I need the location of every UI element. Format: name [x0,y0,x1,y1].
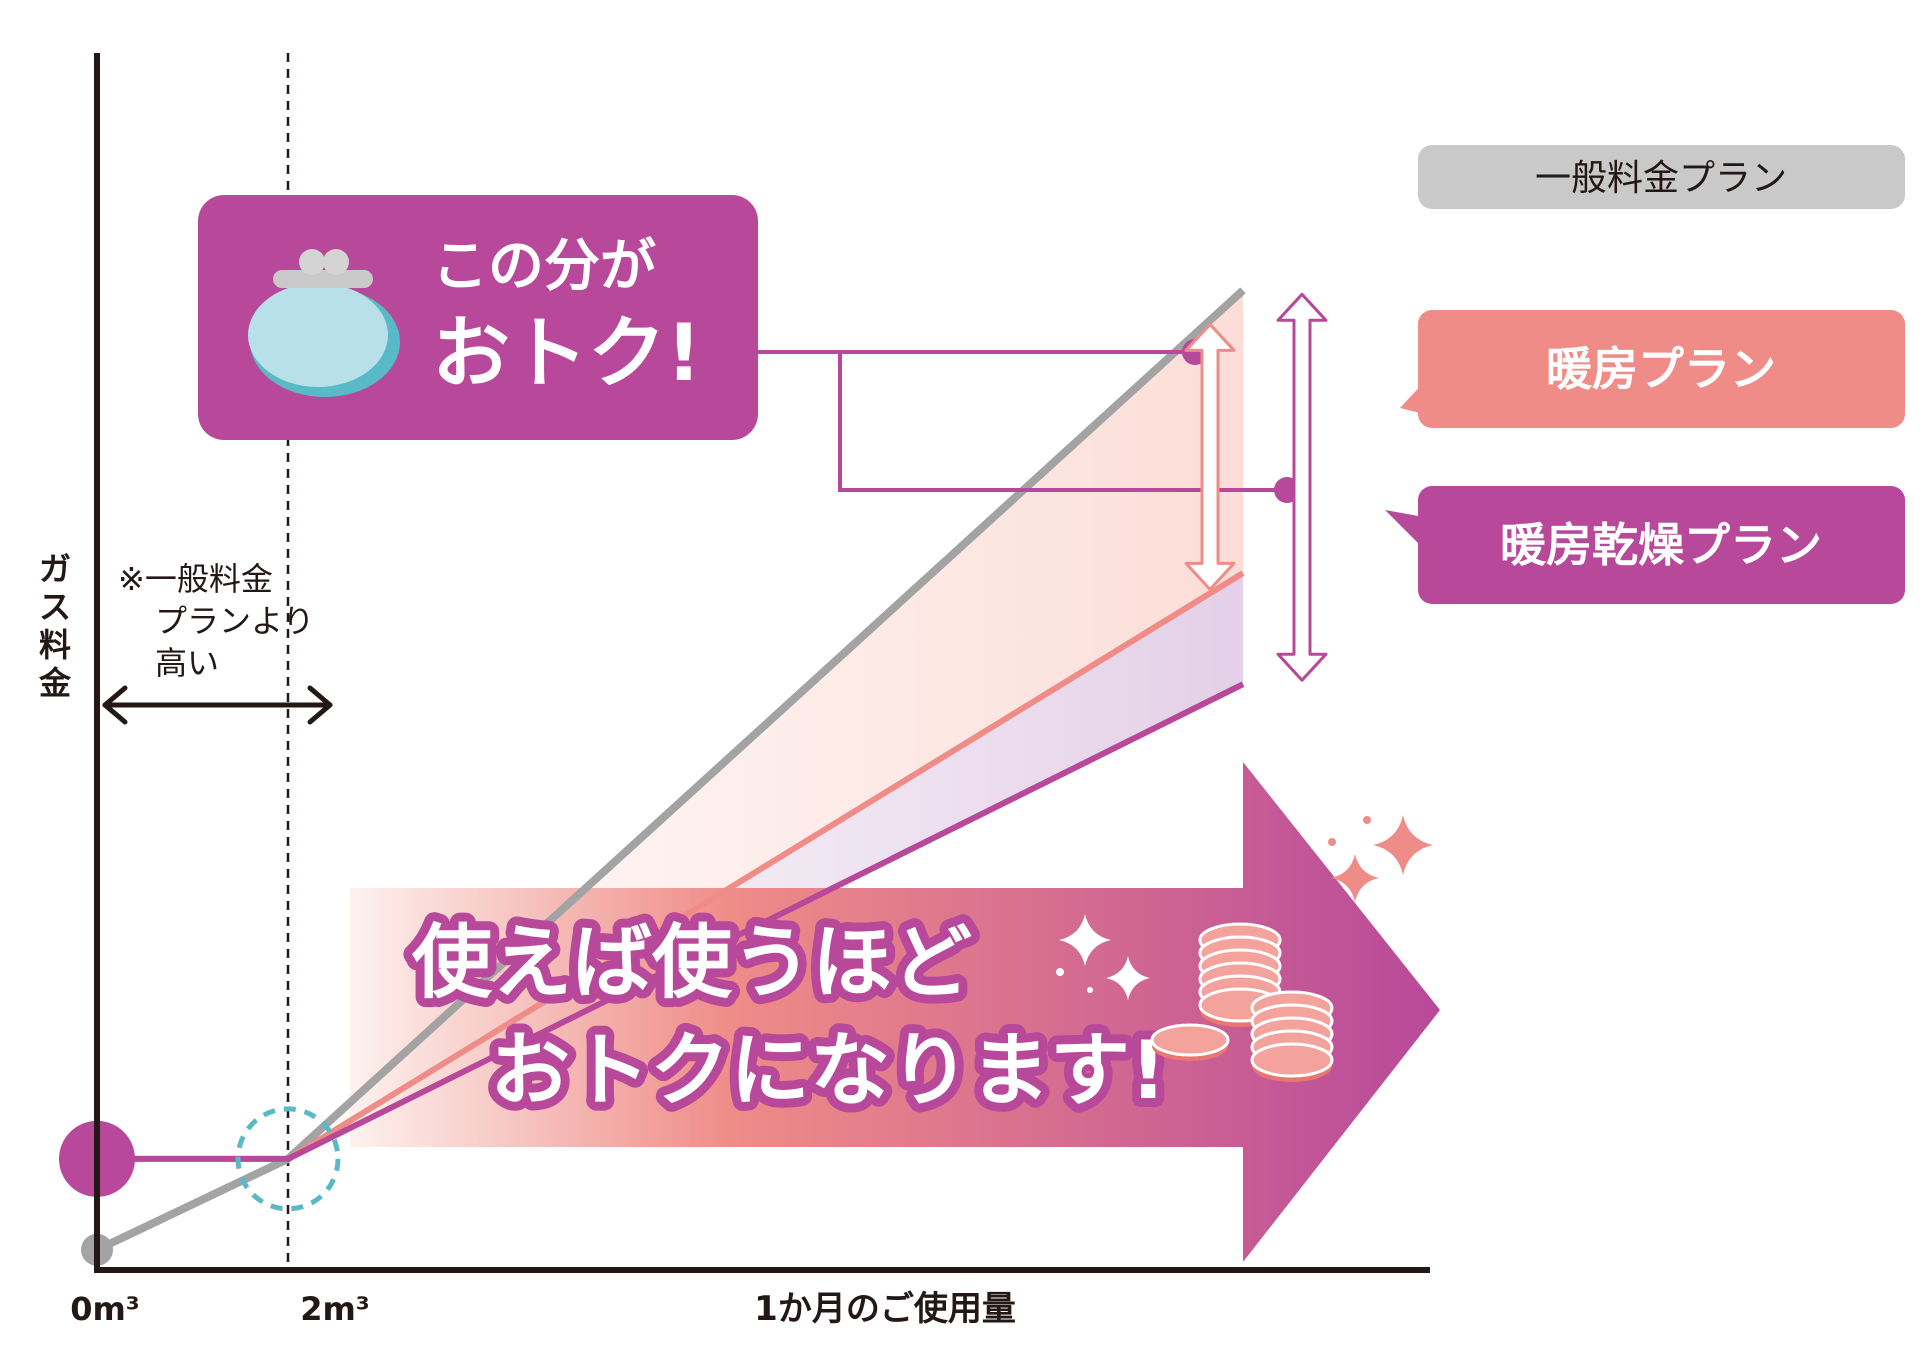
legend-heating: 暖房プラン [1400,310,1905,428]
difference-arrow-heating-dry [1276,292,1328,682]
difference-arrow-heating [1184,322,1236,591]
higher-note-line3: 高い [155,644,219,682]
threshold-marker [235,1106,341,1212]
legend-heating-dry: 暖房乾燥プラン [1385,486,1905,604]
svg-text:使えば使うほど: 使えば使うほど [412,916,972,1009]
callout-connector [758,350,1287,492]
higher-note-line2: プランより [155,602,314,640]
banner-text: 使えば使うほど おトクになります! [403,907,1175,1126]
series-line-heating-dry [97,681,1245,1162]
svg-text:一般料金プラン: 一般料金プラン [1535,158,1787,199]
higher-note-line1: ※一般料金 [118,560,273,598]
sparkle-icon [1056,815,1433,1000]
svg-text:暖房プラン: 暖房プラン [1546,342,1776,396]
x-tick-label: 0m³ [70,1290,140,1328]
svg-text:おトクになります!: おトクになります! [490,1024,1166,1117]
legend-general: 一般料金プラン [1418,145,1905,209]
coin-stack-icon [1150,922,1334,1082]
savings-callout-line2: おトク! [432,309,702,399]
x-tick-label: 2m³ [300,1290,370,1328]
y-axis-label: ガス料金 [38,550,72,702]
purse-icon [248,249,400,397]
range-arrow [102,685,333,725]
x-axis-label: 1か月のご使用量 [754,1289,1016,1329]
savings-banner-arrow [350,762,1440,1262]
savings-callout-line1: この分が [432,234,656,299]
svg-text:暖房乾燥プラン: 暖房乾燥プラン [1500,518,1822,572]
